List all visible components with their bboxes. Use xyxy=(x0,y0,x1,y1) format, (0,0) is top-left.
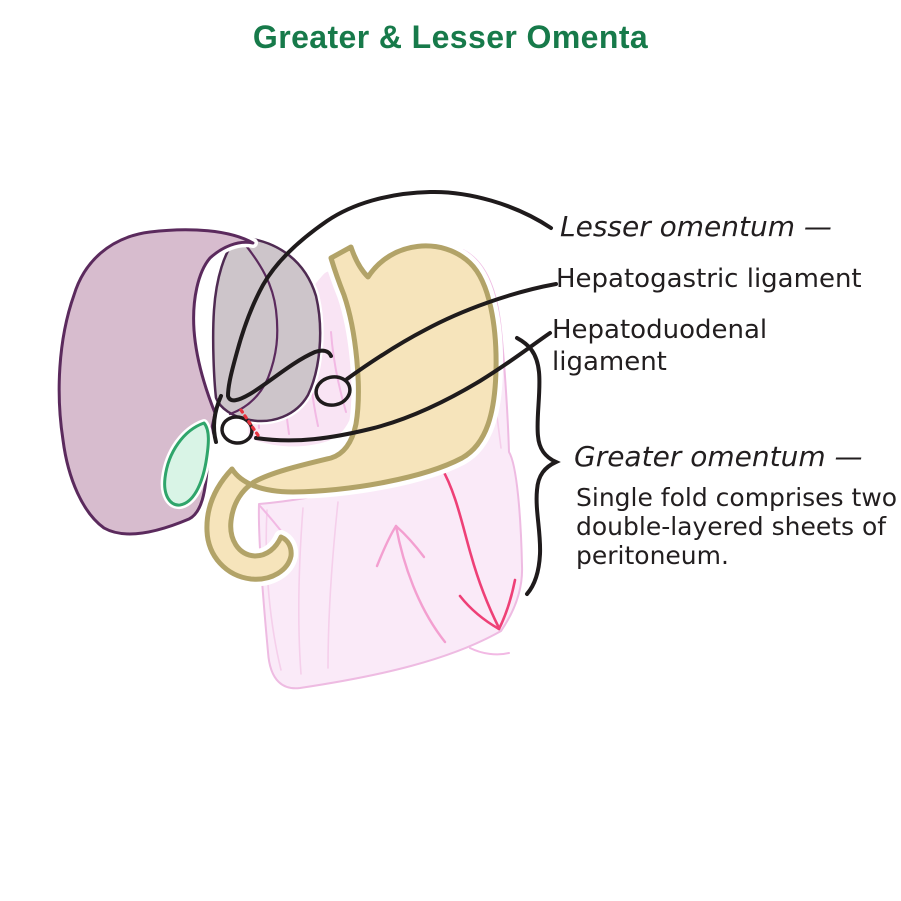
omentum-vein-line xyxy=(497,578,517,631)
omentum-fold-line xyxy=(469,647,510,656)
hepatogastric-marker-circle xyxy=(314,375,352,407)
greater-omentum-brace xyxy=(515,336,561,596)
gallbladder-shape xyxy=(163,421,210,507)
epiploic-foramen-dashed-line xyxy=(239,408,262,440)
porta-hepatis-line xyxy=(211,394,223,444)
note-line: Single fold comprises two xyxy=(576,483,898,512)
greater-omentum-note: Single fold comprises two double-layered… xyxy=(576,483,901,570)
hepatogastric-leader-line xyxy=(345,282,558,381)
liver-right-lobe-shape xyxy=(211,235,322,423)
hepatoduodenal-marker-circle xyxy=(220,415,254,445)
omentum-fold-line xyxy=(298,507,304,675)
label-lesser-omentum: Lesser omentum — xyxy=(560,210,832,243)
label-hepatoduodenal-ligament: Hepatoduodenal ligament xyxy=(552,315,768,377)
hepatoduodenal-leader-line xyxy=(254,331,552,443)
note-line: peritoneum. xyxy=(576,541,729,570)
label-greater-omentum: Greater omentum — xyxy=(574,440,863,473)
note-line: double-layered sheets of xyxy=(576,512,887,541)
omentum-fold-line xyxy=(265,509,282,671)
omentum-vein-line xyxy=(458,594,501,631)
lesser-omentum-leader-line xyxy=(225,189,553,403)
label-hepatogastric-ligament: Hepatogastric ligament xyxy=(556,264,862,294)
omentum-fold-arrow xyxy=(375,524,398,568)
liver-surface-crease xyxy=(228,236,279,416)
omentum-vein-line xyxy=(439,465,501,630)
omentum-fold-arrow xyxy=(394,524,447,644)
omentum-fold-line xyxy=(327,501,339,669)
omentum-fold-arrow xyxy=(394,524,426,559)
omentum-fold-line xyxy=(330,331,347,413)
page-title: Greater & Lesser Omenta xyxy=(252,19,649,55)
